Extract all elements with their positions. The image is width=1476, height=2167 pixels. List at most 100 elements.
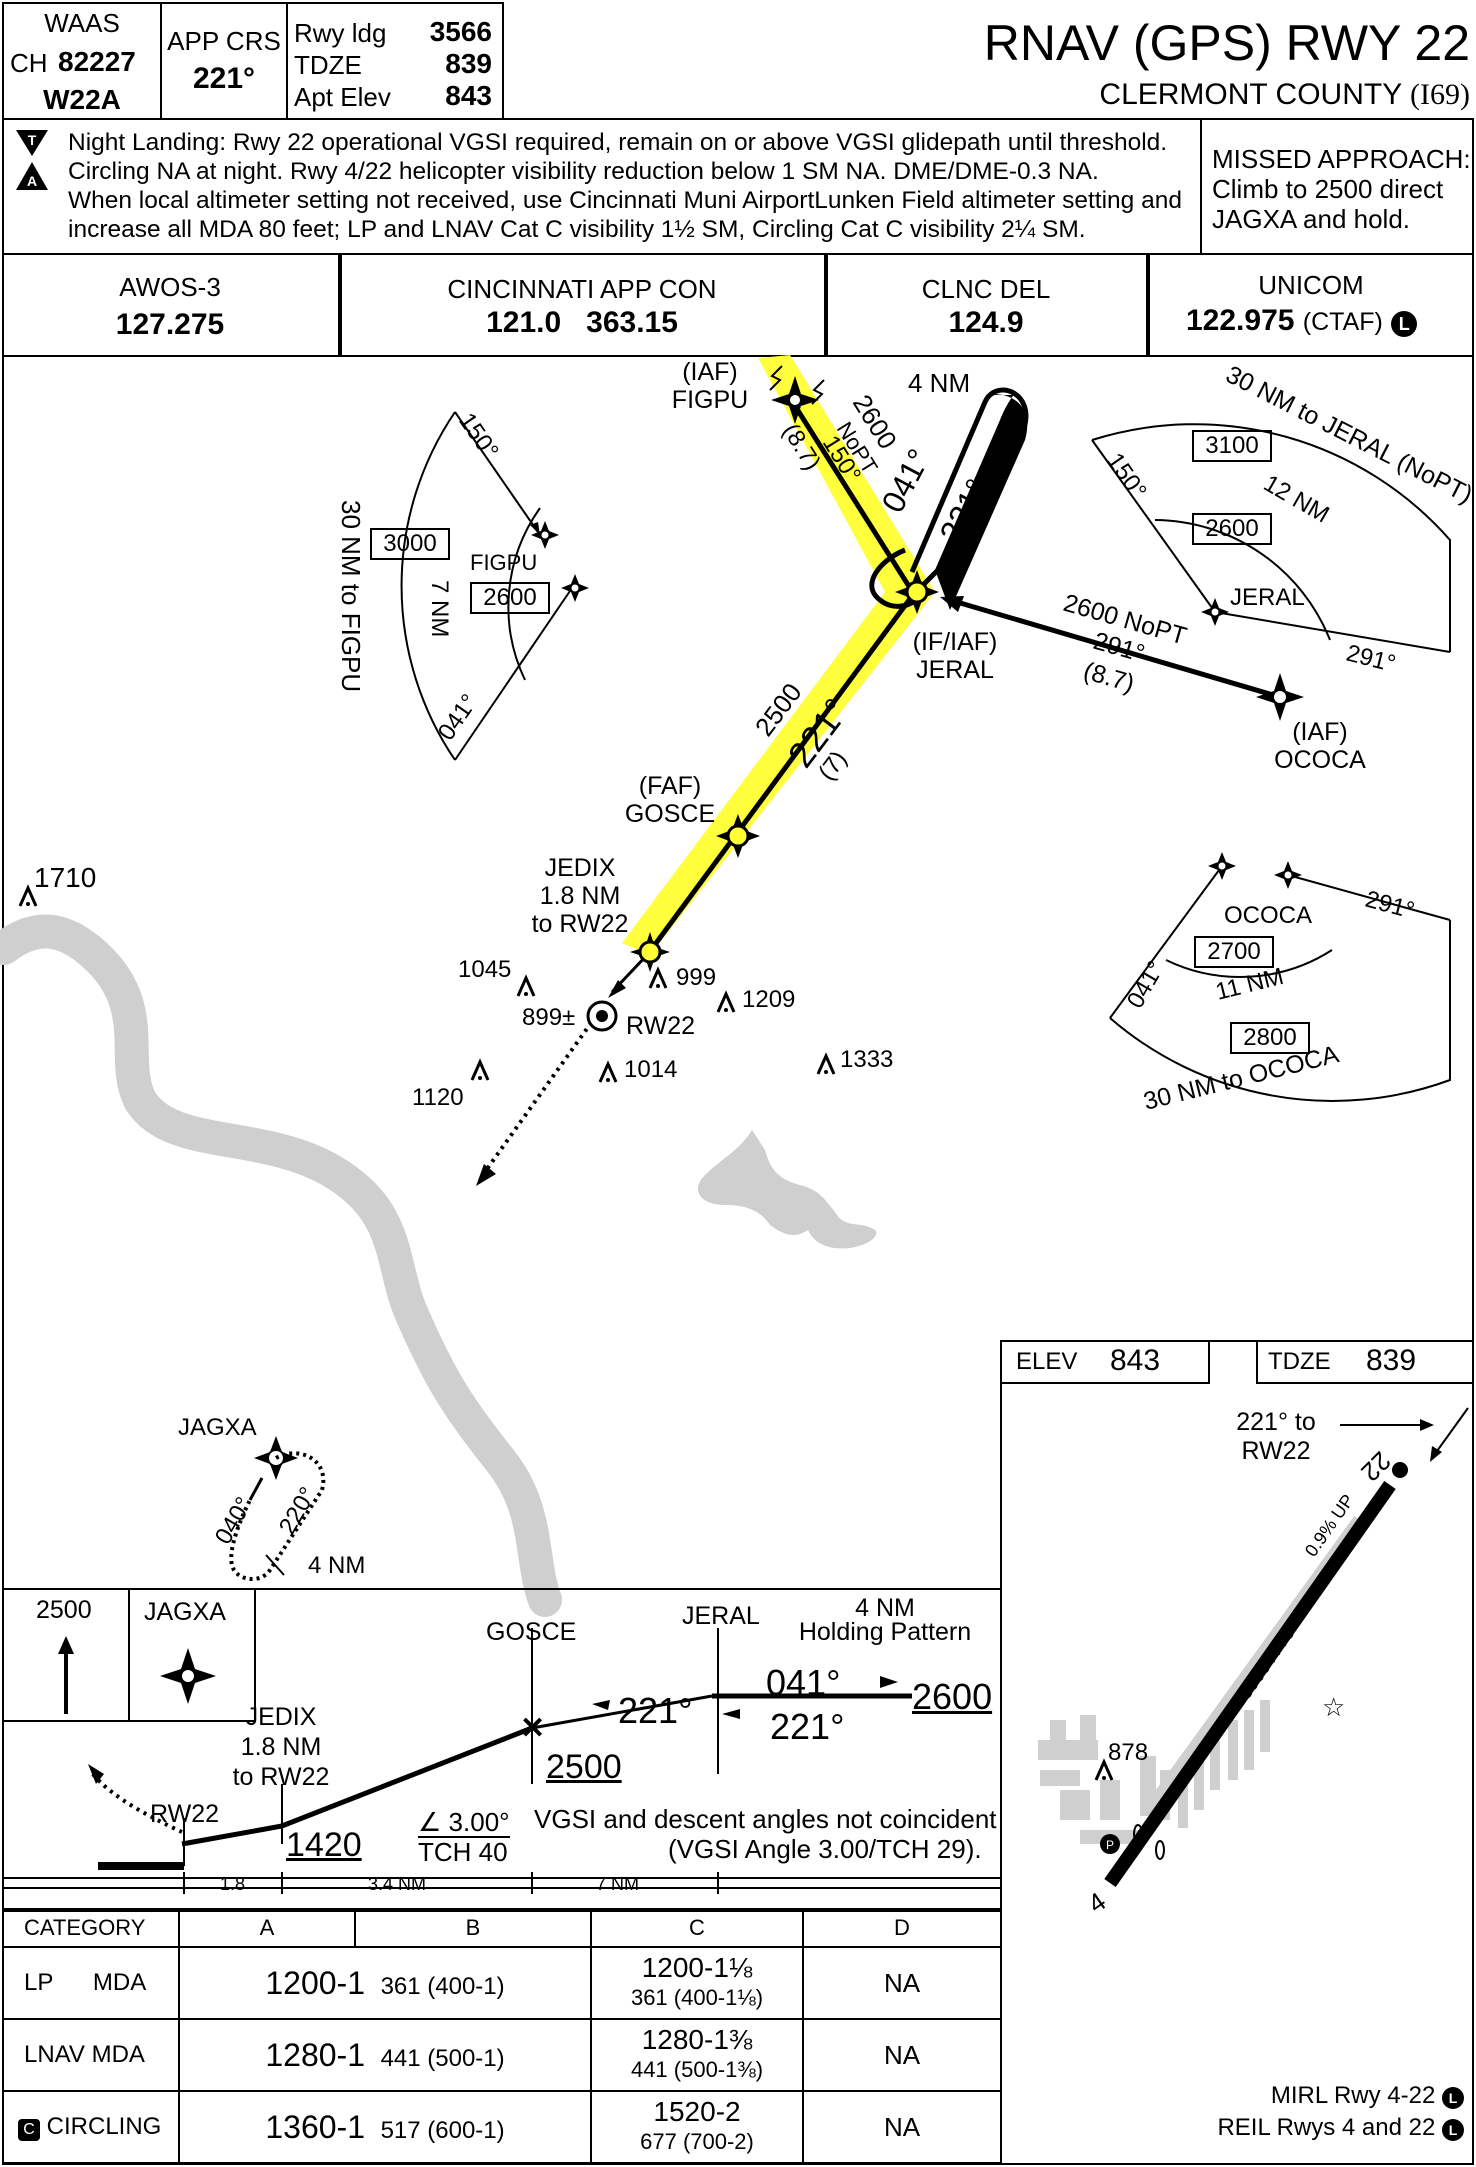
a-symbol-icon: A xyxy=(16,162,48,190)
dist-2: 3.4 NM xyxy=(368,1874,426,1894)
a-header: A xyxy=(178,1908,356,1948)
profile-jedix-dist: 1.8 NM xyxy=(240,1733,322,1761)
airport-diagram: P ☆ 22 4 0.9% UP 3566 X 75 878 xyxy=(1038,1407,1469,1919)
note-line: increase all MDA 80 feet; LP and LNAV Ca… xyxy=(68,216,1086,243)
cat-cell: CIRCLING xyxy=(46,2113,162,2140)
airport-name-text: CLERMONT COUNTY xyxy=(1099,78,1402,111)
taa-rb-alt-outer: 2800 xyxy=(1230,1022,1310,1054)
gosce-faf-icon xyxy=(716,814,760,858)
ococa-fix-icon xyxy=(1256,673,1304,721)
rw22-label: RW22 xyxy=(626,1012,696,1040)
airport-elev-box xyxy=(1000,1340,1210,1384)
ab-cell: 1360-1 517 (600-1) xyxy=(178,2090,592,2164)
ad-arrow-line1: 221° to xyxy=(1236,1408,1316,1436)
profile-hold-label: 4 NM Holding Pattern xyxy=(790,1594,980,1646)
svg-text:T: T xyxy=(28,132,37,148)
taa-rb-outer-arc xyxy=(1109,920,1451,1102)
ab-main: 1200-1 xyxy=(265,1964,365,2001)
c-main: 1200-1⅛ xyxy=(641,1952,753,1983)
airport-tdze-box xyxy=(1256,1340,1474,1384)
profile-2500: 2500 xyxy=(546,1748,622,1786)
ococa-name: OCOCA xyxy=(1274,746,1366,774)
rwy-dims-label: 3566 X 75 xyxy=(1235,1624,1298,1703)
app-con-label: CINCINNATI APP CON xyxy=(447,274,717,304)
taa-left-outer-arc xyxy=(400,411,456,761)
ab-sub: 441 (500-1) xyxy=(380,2044,505,2072)
taa-rt-alt-outer: 3100 xyxy=(1192,430,1272,462)
ab-sub: 517 (600-1) xyxy=(380,2116,505,2144)
arrow-icon xyxy=(592,1700,610,1710)
ab-cell: 1280-1 441 (500-1) xyxy=(178,2018,592,2092)
elev-value: 843 xyxy=(1110,1344,1161,1377)
arrow-icon xyxy=(1430,1446,1442,1462)
hold-041-label: 041° xyxy=(874,443,937,518)
jeral-label: (IF/IAF) JERAL xyxy=(905,628,1005,684)
taa-rb-nm-label: 11 NM xyxy=(1213,963,1286,1006)
taa-rt-fix-label: JERAL xyxy=(1230,584,1305,611)
ab-main: 1360-1 xyxy=(265,2108,365,2145)
taa-left-alt-inner: 2600 xyxy=(470,582,550,614)
jagxa-4nm-label: 4 NM xyxy=(308,1552,366,1579)
unicom-freq: 122.975 xyxy=(1186,304,1295,337)
profile-jedix-label: JEDIX 1.8 NM to RW22 xyxy=(226,1702,336,1792)
apt-elev-value: 843 xyxy=(445,80,492,111)
profile-descent-path xyxy=(181,1725,533,1847)
windcone-icon xyxy=(1155,1840,1165,1860)
taa-left-inner-arc xyxy=(507,507,541,681)
unicom-label: UNICOM xyxy=(1258,270,1364,300)
obstacle-icon xyxy=(516,974,536,997)
hold-4nm-label: 4 NM xyxy=(908,368,971,398)
cat-cell: LNAV MDA xyxy=(2,2018,180,2092)
notes-text: Night Landing: Rwy 22 operational VGSI r… xyxy=(68,128,1198,244)
jeral-course-reversal xyxy=(869,547,923,609)
taa-rb-291-label: 291° xyxy=(1362,886,1417,925)
ch-value: 82227 xyxy=(58,46,136,77)
profile-gs-angle: ∠ 3.00° xyxy=(418,1808,510,1836)
obstacle-1014-label: 1014 xyxy=(624,1056,678,1083)
profile-mda-alt: 2500 xyxy=(36,1596,92,1624)
profile-1420: 1420 xyxy=(286,1826,362,1864)
profile-view: ✕ 1.8 3.4 NM 7 NM xyxy=(4,1628,1000,1894)
jagxa-holding-pattern xyxy=(229,1451,326,1581)
rwy-4-label: 4 xyxy=(1082,1886,1111,1919)
profile-hold-1: 4 NM xyxy=(855,1594,915,1622)
plan-view-frame xyxy=(2,355,1474,2165)
profile-gs-value: 3.00° xyxy=(448,1807,510,1837)
elev-label: ELEV xyxy=(1016,1348,1078,1375)
profile-jedix: JEDIX xyxy=(245,1703,317,1731)
figpu-iaf-label: (IAF) FIGPU xyxy=(670,358,750,414)
ab-sub: 361 (400-1) xyxy=(380,1972,505,2000)
taa-rt-alt-inner: 2600 xyxy=(1192,513,1272,545)
awos-label: AWOS-3 xyxy=(119,272,221,302)
l-badge-icon: L xyxy=(1391,311,1418,337)
profile-intermediate xyxy=(531,1694,713,1730)
jeral-if: (IF/IAF) xyxy=(912,628,998,656)
note-line: Night Landing: Rwy 22 operational VGSI r… xyxy=(68,129,1168,156)
windcone-icon xyxy=(1133,1824,1143,1844)
jedix-label: JEDIX 1.8 NM to RW22 xyxy=(520,854,640,938)
profile-hold-2: Holding Pattern xyxy=(798,1618,972,1646)
taa-rt-291-label: 291° xyxy=(1344,640,1399,678)
reil-light-icon xyxy=(1392,1462,1408,1478)
obstacle-899-label: 899± xyxy=(522,1004,576,1031)
obstacle-1120-label: 1120 xyxy=(412,1084,464,1111)
lighting-line-1: MIRL Rwy 4-22 L xyxy=(1100,2080,1464,2112)
l-badge-icon: L xyxy=(1442,2119,1464,2141)
lighting-text: REIL Rwys 4 and 22 xyxy=(1217,2114,1436,2141)
c-main: 1280-1⅜ xyxy=(641,2024,753,2055)
b-header: B xyxy=(354,1908,592,1948)
ococa-label: (IAF) OCOCA xyxy=(1270,718,1370,774)
parking-icon xyxy=(1100,1834,1120,1854)
obstacle-icon xyxy=(648,966,668,989)
figpu-fix-icon xyxy=(771,376,819,424)
taa-rt-291-line xyxy=(1214,611,1451,653)
final-approach-course xyxy=(645,590,918,956)
dist-3: 7 NM xyxy=(596,1874,639,1894)
lighting-notes: MIRL Rwy 4-22 L REIL Rwys 4 and 22 L xyxy=(1100,2080,1464,2144)
profile-jeral: JERAL xyxy=(682,1602,760,1630)
procedure-title: RNAV (GPS) RWY 22 xyxy=(983,15,1470,71)
taa-left-fix-label: FIGPU xyxy=(470,550,538,575)
